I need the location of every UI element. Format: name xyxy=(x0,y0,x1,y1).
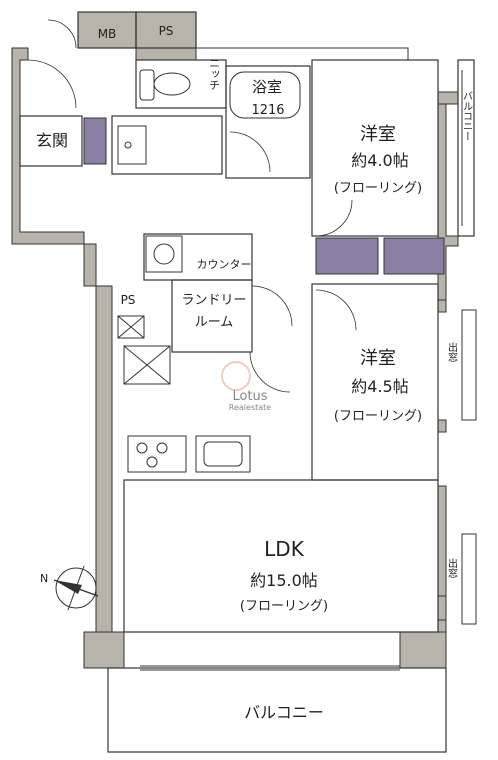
counter-label: カウンター xyxy=(197,258,252,271)
fixtures xyxy=(117,69,301,473)
bath-name-label: 浴室 xyxy=(252,78,282,96)
room1-size-label: 約4.0帖 xyxy=(351,151,408,170)
room2-name-label: 洋室 xyxy=(360,348,396,369)
balcony-bottom-label: バルコニー xyxy=(244,703,324,722)
windows xyxy=(140,70,477,671)
walls xyxy=(11,11,459,669)
watermark-brand: Lotus xyxy=(232,389,267,404)
laundry-line2-label: ルーム xyxy=(195,315,234,330)
mb-label: MB xyxy=(98,27,117,41)
entrance-label: 玄関 xyxy=(36,131,68,150)
watermark-sub: Realestate xyxy=(229,403,272,412)
partitions xyxy=(19,11,475,753)
ldk-name-label: LDK xyxy=(264,537,305,561)
ldk-floor-label: (フローリング) xyxy=(240,599,328,614)
laundry-line1-label: ランドリー xyxy=(181,293,246,308)
bay-window2-label: 出窓 xyxy=(446,557,458,578)
ldk-size-label: 約15.0帖 xyxy=(250,571,318,590)
compass-north-label: N xyxy=(40,572,48,585)
bay-window1-label: 出窓 xyxy=(446,341,458,362)
ps-top-label: PS xyxy=(159,24,174,38)
storage-closets xyxy=(83,117,445,275)
bath-size-label: 1216 xyxy=(251,103,284,118)
room1-name-label: 洋室 xyxy=(360,124,396,145)
room2-floor-label: (フローリング) xyxy=(334,409,422,424)
room1-floor-label: (フローリング) xyxy=(334,181,422,196)
room-labels: MB PS ニッチ 浴室 1216 玄関 バルコニー 洋室 約4.0帖 (フロー… xyxy=(36,24,473,722)
side-balcony-label: バルコニー xyxy=(461,91,473,141)
niche-label: ニッチ xyxy=(208,58,221,91)
ps-mid-label: PS xyxy=(121,293,136,307)
room2-size-label: 約4.5帖 xyxy=(351,377,408,396)
watermark: Lotus Realestate xyxy=(221,361,272,412)
doors xyxy=(27,19,357,393)
compass: N xyxy=(40,565,99,611)
